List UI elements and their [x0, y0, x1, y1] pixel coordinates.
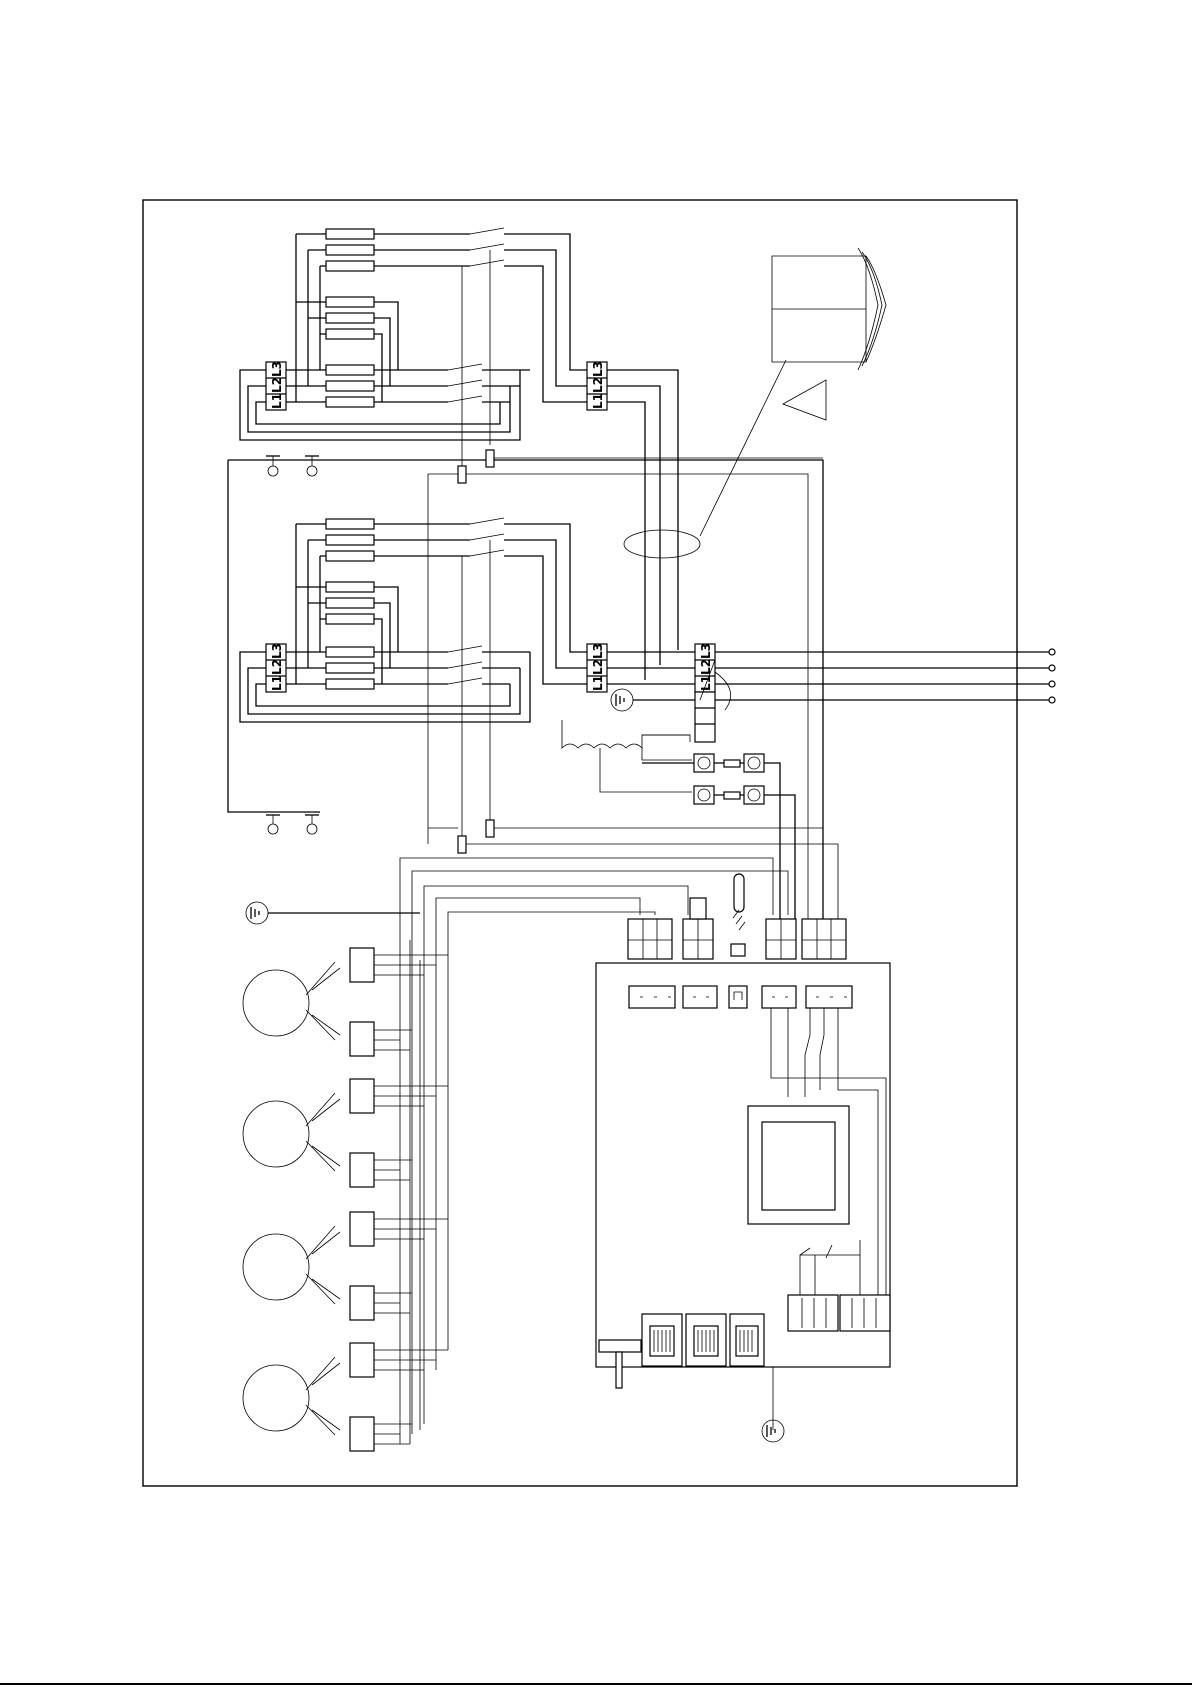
motor-1	[243, 948, 374, 1056]
board-transformer-core	[762, 1122, 835, 1210]
heating-resistor	[326, 598, 374, 608]
heating-resistor	[326, 647, 374, 657]
callout-line	[700, 360, 786, 536]
thermostat-probes-lower	[266, 815, 838, 920]
heating-resistor	[326, 614, 374, 624]
heating-resistor	[326, 365, 374, 375]
motor-3	[243, 1212, 374, 1320]
heating-resistor	[326, 381, 374, 391]
supply-terminal-point	[1049, 681, 1055, 687]
heating-resistor	[326, 261, 374, 271]
terminal-label-l3: L3	[699, 643, 713, 659]
rj-socket	[730, 1314, 764, 1366]
heating-section-upper: L1 L2 L3 L1 L2 L3	[240, 228, 678, 680]
heating-resistor	[326, 551, 374, 561]
supply-terminal-point	[1049, 665, 1055, 671]
terminal-label-l3: L3	[591, 643, 605, 659]
terminal-label-l2: L2	[591, 377, 605, 393]
terminal-label-l2: L2	[699, 659, 713, 675]
heating-resistor	[326, 519, 374, 529]
main-supply-terminal: L1 L2 L3	[695, 643, 1055, 742]
terminal-label-l1: L1	[591, 393, 605, 409]
terminal-label-l1: L1	[270, 393, 284, 409]
heating-resistor	[326, 582, 374, 592]
rj-socket	[686, 1314, 726, 1366]
thermostat-probes-upper	[228, 450, 823, 920]
terminal-label-l3: L3	[270, 643, 284, 659]
terminal-strip	[840, 1295, 890, 1331]
board-switch	[599, 1340, 641, 1352]
heating-resistor	[326, 663, 374, 673]
heating-resistor	[326, 329, 374, 339]
light-sensor	[734, 874, 744, 912]
terminal-label-l1: L1	[591, 675, 605, 691]
terminal-label-l2: L2	[270, 377, 284, 393]
terminal-label-l1: L1	[270, 675, 284, 691]
terminal-block-right-lower: L1 L2 L3	[587, 643, 607, 692]
sensor-relay	[458, 466, 466, 483]
heating-resistor	[326, 679, 374, 689]
connector	[802, 919, 846, 959]
rj-socket	[642, 1314, 682, 1366]
heating-resistor	[326, 245, 374, 255]
fuse-holder	[642, 754, 780, 920]
heating-resistor	[326, 535, 374, 545]
terminal-block-left-lower: L1 L2 L3	[266, 643, 286, 692]
heating-resistor	[326, 397, 374, 407]
sensor-relay	[486, 820, 494, 837]
warning-triangle-icon	[783, 380, 826, 420]
callout-ellipse	[624, 530, 700, 558]
terminal-label-l3: L3	[270, 361, 284, 377]
connector	[690, 898, 706, 919]
ground-icon	[246, 902, 420, 924]
supply-terminal-point	[1049, 649, 1055, 655]
heating-resistor	[326, 229, 374, 239]
sensor-relay	[486, 450, 494, 467]
ground-icon	[611, 689, 695, 711]
terminal-label-l2: L2	[270, 659, 284, 675]
terminal-block-left-upper: L1 L2 L3	[266, 361, 286, 410]
heating-resistor	[326, 313, 374, 323]
terminal-label-l3: L3	[591, 361, 605, 377]
transformer-coil	[562, 720, 692, 792]
terminal-strip	[788, 1295, 838, 1331]
control-board	[596, 874, 890, 1430]
terminal-label-l2: L2	[591, 659, 605, 675]
sensor-relay	[458, 836, 466, 853]
manual-book-icon	[772, 248, 886, 370]
terminal-block-right-upper: L1 L2 L3	[587, 361, 607, 410]
motor-4	[243, 1343, 374, 1451]
light-sensor	[731, 944, 745, 956]
supply-terminal-point	[1049, 697, 1055, 703]
motor-2	[243, 1079, 374, 1187]
board-switch-handle	[616, 1352, 622, 1388]
heating-section-lower: L1 L2 L3 L1 L2 L3	[240, 518, 695, 838]
heating-resistor	[326, 297, 374, 307]
connector	[628, 919, 672, 959]
